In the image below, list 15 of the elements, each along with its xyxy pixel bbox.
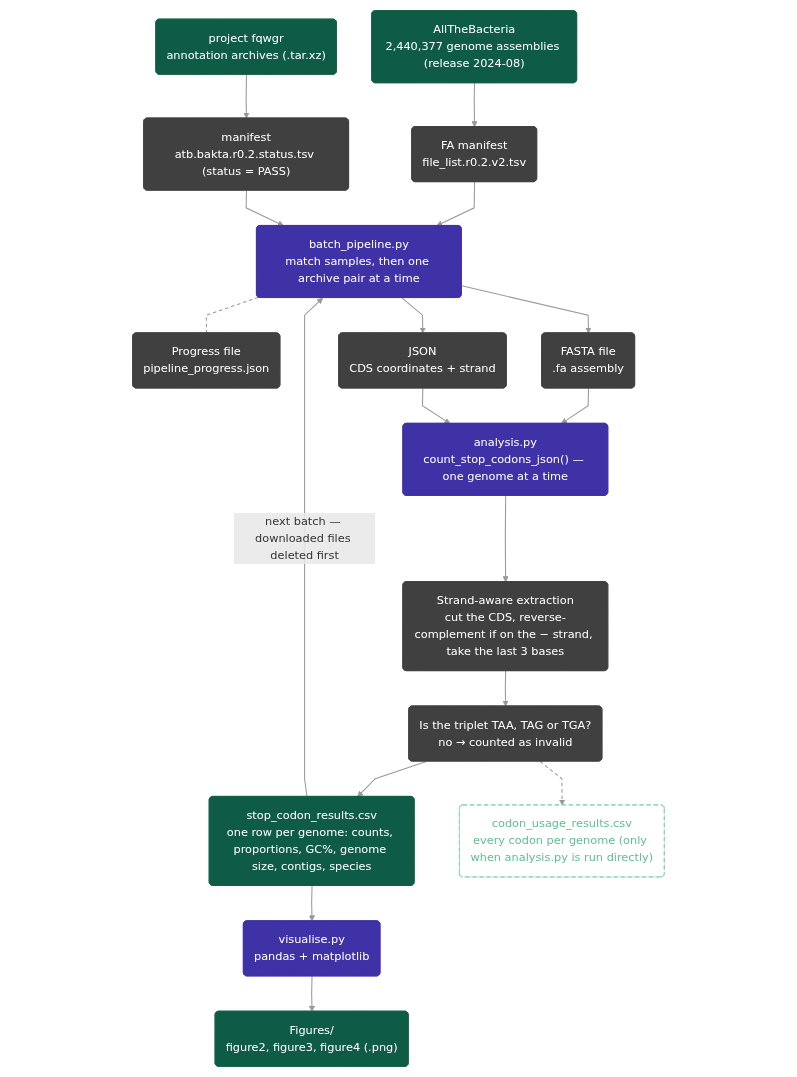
arrow — [561, 387, 590, 424]
arrow — [304, 297, 324, 798]
arrow — [401, 297, 426, 334]
arrow — [502, 495, 509, 583]
arrow — [245, 189, 284, 227]
arrow — [471, 82, 478, 128]
arrow — [308, 885, 316, 922]
arrow — [539, 760, 566, 806]
arrow — [502, 670, 509, 707]
arrow — [461, 285, 592, 334]
arrow — [243, 74, 250, 119]
edge-label: next batch — downloaded files deleted first — [255, 514, 351, 562]
arrow — [308, 975, 316, 1012]
arrow — [421, 387, 451, 424]
arrow — [436, 181, 476, 227]
